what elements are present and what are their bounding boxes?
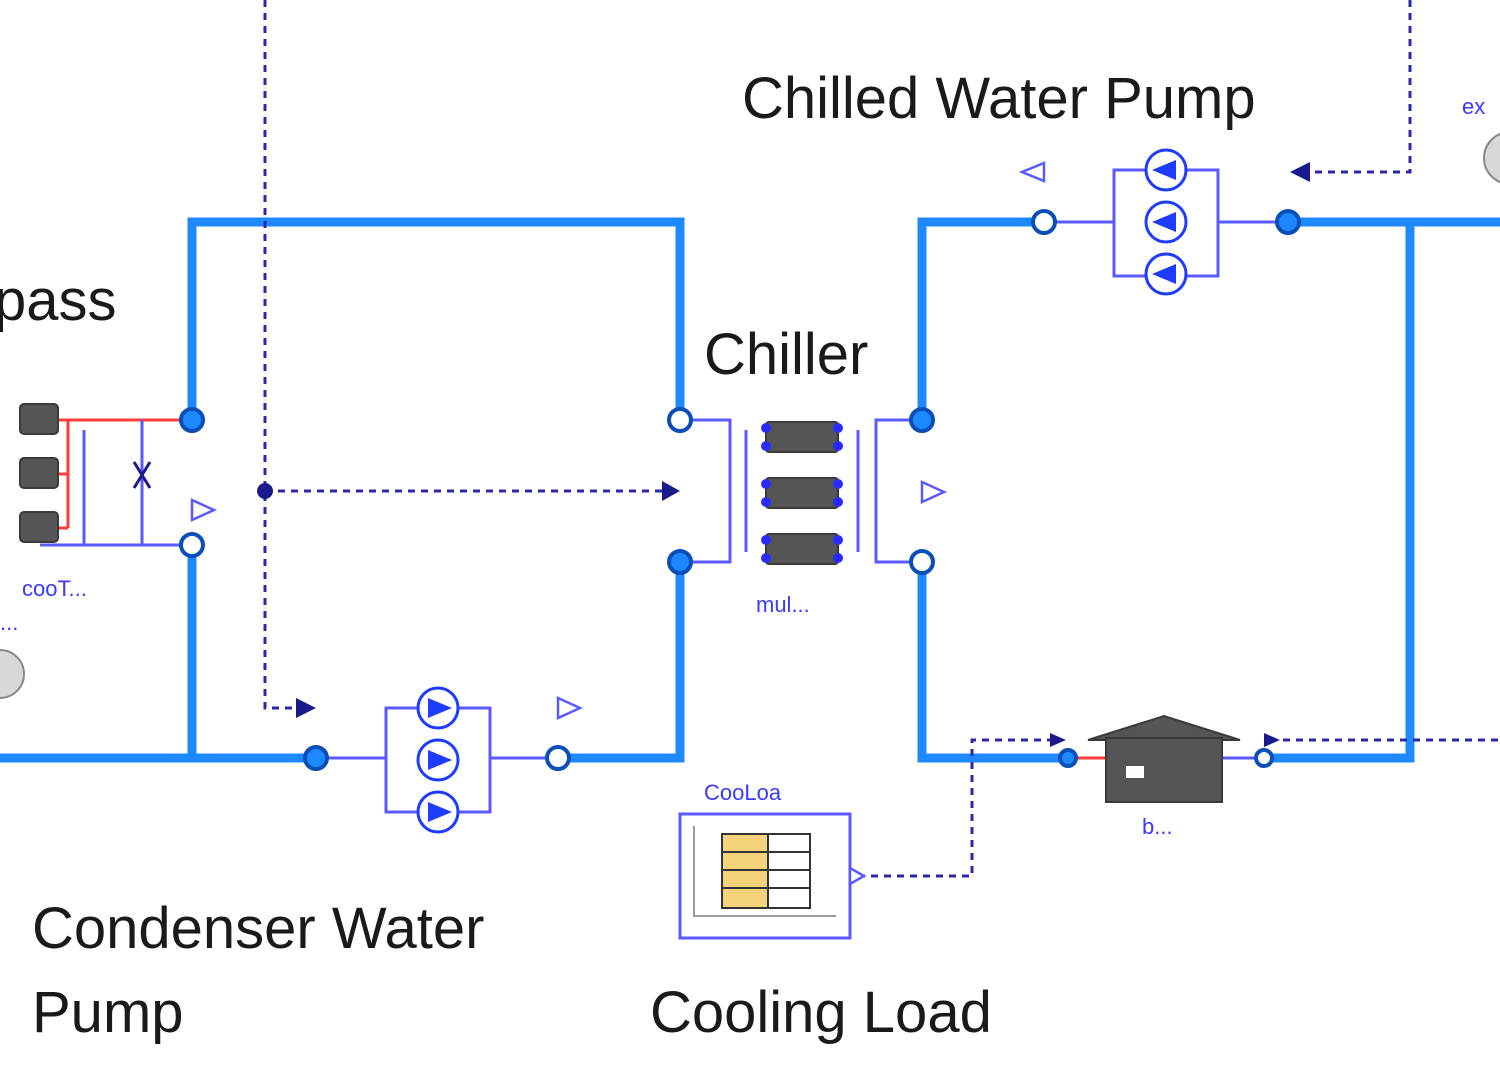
chilled-pump-signal-port (1018, 161, 1046, 183)
signal-arrow-chilled-pump (1290, 162, 1310, 182)
building-name: b... (1142, 814, 1173, 839)
port-cooling-tower-outlet[interactable] (179, 532, 205, 558)
cooling-load-output-port (848, 865, 867, 887)
chilled-return-pipe (917, 557, 1073, 763)
expansion-vessel-name: ex (1462, 94, 1485, 119)
condenser-pump-icon[interactable] (316, 686, 584, 834)
port-chiller-condenser-outlet[interactable] (667, 407, 693, 433)
port-building-outlet[interactable] (1254, 748, 1274, 768)
chilled-water-pump-label: Chilled Water Pump (742, 66, 1256, 131)
chiller-signal-port (920, 480, 948, 504)
valve-icon (132, 461, 152, 489)
cooling-tower-cell-3 (19, 511, 59, 543)
condenser-pump-signal-port (556, 696, 584, 720)
bypass-label: pass (0, 268, 117, 333)
signal-arrow-building-out (1264, 733, 1280, 747)
condenser-water-pump-label-line1: Condenser Water (32, 896, 484, 961)
cooling-load-label: Cooling Load (650, 980, 992, 1045)
cooling-load-table-name: CooLoa (704, 780, 782, 805)
port-building-inlet[interactable] (1058, 748, 1078, 768)
table-icon[interactable]: CooLoa (678, 780, 867, 940)
expansion-vessel-icon[interactable] (1483, 132, 1500, 184)
port-chiller-evaporator-inlet[interactable] (909, 549, 935, 575)
cooling-tower-name: cooT... (22, 576, 87, 601)
pump-icon (416, 686, 460, 730)
port-condenser-pump-outlet[interactable] (545, 745, 571, 771)
chilled-return-riser-pipe (1259, 217, 1415, 763)
chilled-pump-signal (1298, 0, 1412, 174)
fluid-ports (179, 209, 1301, 771)
condenser-water-pump-label-line2: Pump (32, 980, 184, 1045)
chiller-icon[interactable]: mul... (680, 418, 948, 617)
port-chiller-condenser-inlet[interactable] (667, 549, 693, 575)
cooling-tower-icon[interactable]: cooT... (19, 403, 218, 601)
port-chilled-pump-outlet[interactable] (1031, 209, 1057, 235)
cooling-tower-signal-port (190, 498, 218, 522)
pump-icon (416, 790, 460, 834)
chiller-unit-1 (765, 421, 839, 453)
chiller-label: Chiller (704, 322, 868, 387)
chiller-unit-2 (765, 477, 839, 509)
pipe-network (0, 217, 1500, 763)
signal-arrow-condenser-pump (296, 698, 316, 718)
signal-lines (257, 0, 1500, 878)
pump-icon (1144, 200, 1188, 244)
multi-chiller-name: mul... (756, 592, 810, 617)
pump-icon (1144, 252, 1188, 296)
expansion-vessel-icon[interactable] (0, 649, 25, 699)
condenser-supply-pipe (187, 217, 685, 425)
port-chilled-pump-inlet[interactable] (1275, 209, 1301, 235)
port-condenser-pump-inlet[interactable] (303, 745, 329, 771)
pump-icon (416, 738, 460, 782)
signal-arrow-building (1050, 733, 1066, 747)
building-icon[interactable]: b... (1068, 714, 1264, 839)
condenser-pump-outlet-pipe (553, 557, 685, 763)
cooling-tower-cell-2 (19, 457, 59, 489)
pump-icon (1144, 148, 1188, 192)
chilled-supply-pipe (917, 217, 1049, 425)
chilled-pump-icon[interactable] (1018, 148, 1288, 296)
port-cooling-tower-inlet[interactable] (179, 407, 205, 433)
condenser-pump-signal (263, 0, 300, 710)
cooling-tower-cell-1 (19, 403, 59, 435)
signal-junction (257, 483, 273, 499)
port-chiller-evaporator-outlet[interactable] (909, 407, 935, 433)
cooling-load-signal (858, 738, 1060, 878)
signal-arrow-chiller (662, 481, 680, 501)
chiller-unit-3 (765, 533, 839, 565)
left-component-name: ... (0, 610, 18, 635)
